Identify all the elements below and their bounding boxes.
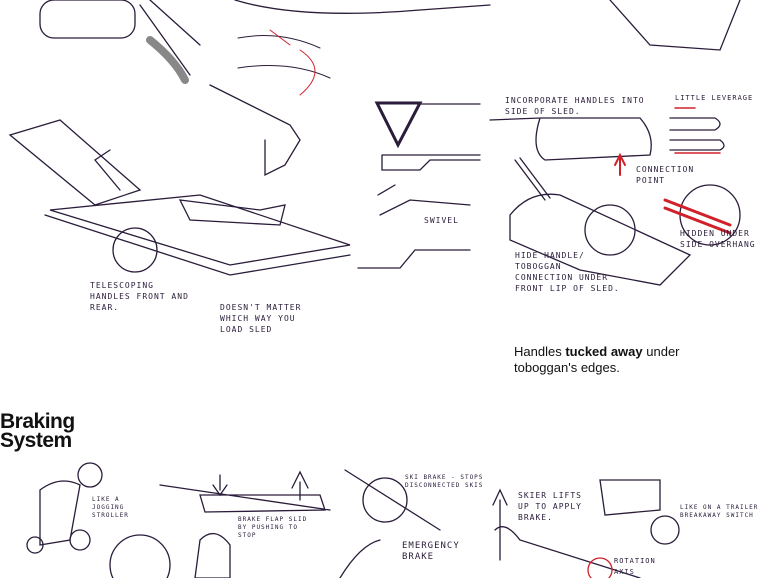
note-load-sled: Doesn't matter which way you load sled — [220, 303, 302, 334]
stroller-top-sketch — [39, 0, 201, 84]
note-jogging-stroller: Like a jogging stroller — [92, 496, 129, 519]
note-swivel: Swivel — [424, 216, 459, 225]
note-incorporate-handles: Incorporate handles into side of sled. — [505, 96, 645, 116]
braking-sketches — [26, 462, 680, 578]
note-connection-point: Connection point — [636, 165, 695, 185]
bent-rails-sketch — [237, 29, 331, 96]
note-rotation-axis: Rotation axis — [614, 557, 656, 576]
note-ski-brake: Ski brake - stops disconnected skis — [405, 474, 484, 489]
note-emergency-brake: Emergency brake — [402, 541, 460, 562]
section-heading-braking: Braking System — [0, 410, 75, 452]
note-little-leverage: Little leverage — [675, 94, 754, 102]
handles-caption: Handles tucked away under toboggan's edg… — [514, 344, 680, 375]
note-breakaway-switch: Like on a trailer breakaway switch — [680, 504, 759, 519]
folding-sled-sketch — [8, 84, 351, 276]
note-skier-lifts: Skier lifts up to apply brake. — [518, 491, 582, 522]
sled-top-sketch — [234, 0, 491, 14]
handle-detail-sketches — [357, 101, 741, 286]
note-brake-flap: Brake flap slid by pushing to stop — [238, 516, 308, 539]
note-telescoping: Telescoping handles front and rear. — [90, 281, 189, 312]
note-hide-connection: Hide handle/ toboggan connection under f… — [515, 251, 620, 293]
top-right-sketch — [609, 0, 741, 51]
note-hidden-overhang: Hidden under side overhang — [680, 229, 756, 249]
